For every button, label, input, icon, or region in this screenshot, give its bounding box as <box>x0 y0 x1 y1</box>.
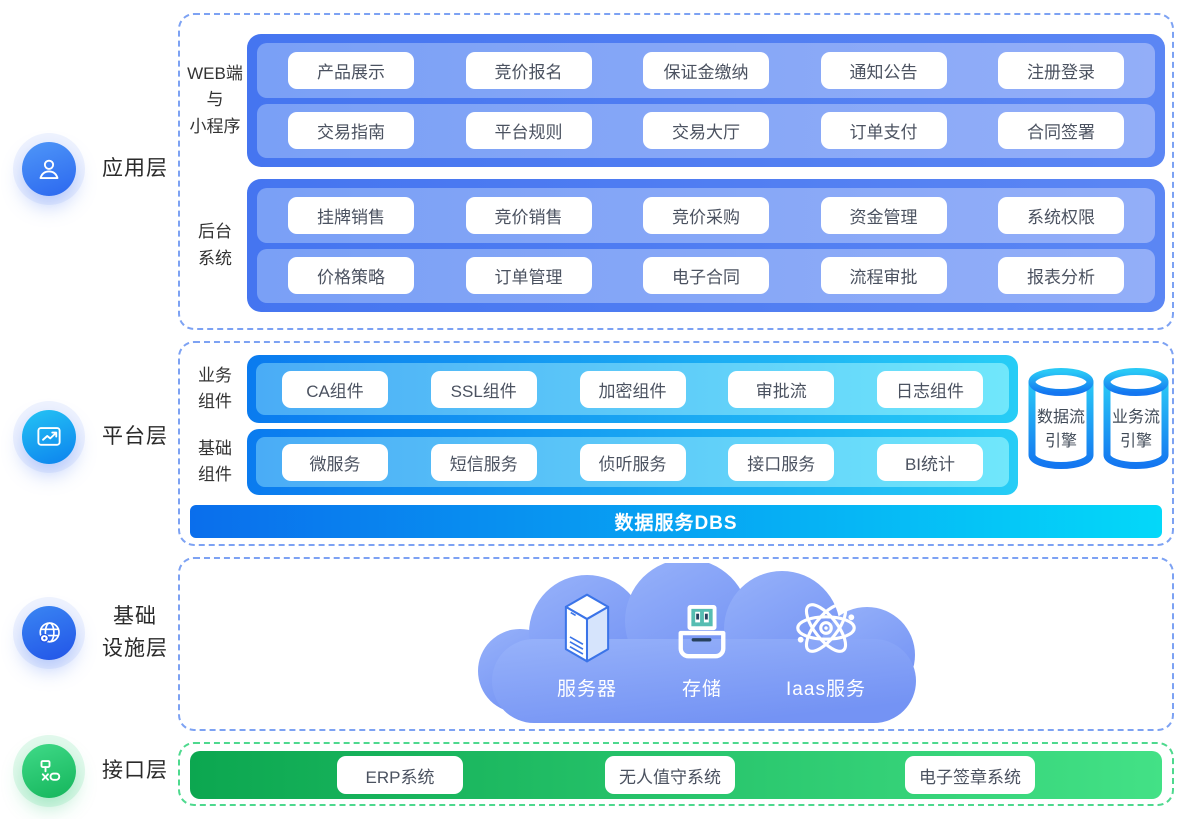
node-chip[interactable]: 加密组件 <box>579 370 686 408</box>
interface-systems-bar: ERP系统 无人值守系统 电子签章系统 <box>190 751 1162 799</box>
network-icon <box>40 760 61 781</box>
cloud-item-storage: 存储 <box>645 589 759 701</box>
app-row-4: 价格策略 订单管理 电子合同 流程审批 报表分析 <box>257 248 1155 303</box>
app-row-1: 产品展示 竞价报名 保证金缴纳 通知公告 注册登录 <box>257 43 1155 98</box>
node-chip[interactable]: 通知公告 <box>820 51 947 89</box>
chart-icon <box>37 427 61 446</box>
node-chip[interactable]: 平台规则 <box>465 112 592 150</box>
group-web-miniprogram: 产品展示 竞价报名 保证金缴纳 通知公告 注册登录 交易指南 平台规则 交易大厅 订单支付 合同… <box>247 34 1165 167</box>
node-chip[interactable]: 无人值守系统 <box>605 756 735 794</box>
layer-badge-infrastructure: 基础设施层 <box>22 601 168 664</box>
node-chip[interactable]: 接口服务 <box>728 443 835 481</box>
cloud-item-iaas: Iaas服务 <box>766 589 886 701</box>
user-icon <box>39 159 59 179</box>
node-chip[interactable]: 竞价采购 <box>643 196 769 234</box>
row-label-basic-components: 基础组件 <box>198 438 232 484</box>
node-chip[interactable]: 产品展示 <box>288 51 414 89</box>
cylinder-businessflow-label: 业务流引擎 <box>1111 409 1160 450</box>
cylinder-businessflow-engine: 业务流引擎 <box>1101 367 1171 481</box>
storage-icon <box>678 605 726 659</box>
node-chip[interactable]: 短信服务 <box>430 443 537 481</box>
application-layer-box: WEB端与小程序 产品展示竞价报名保证金缴纳通知公告注册登录 交易指南平台规则交… <box>178 13 1174 330</box>
layer-badge-interface: 接口层 <box>22 744 168 798</box>
node-chip[interactable]: 交易大厅 <box>643 112 769 150</box>
cloud-item-server: 服务器 <box>530 589 644 701</box>
node-chip[interactable]: BI统计 <box>877 443 983 481</box>
node-chip[interactable]: SSL组件 <box>430 370 537 408</box>
cloud-item-iaas-label: Iaas服务 <box>786 679 866 700</box>
interface-layer-icon-circle <box>22 744 76 798</box>
node-chip[interactable]: 交易指南 <box>288 112 414 150</box>
node-chip[interactable]: 价格策略 <box>288 257 414 295</box>
node-chip[interactable]: 订单支付 <box>820 112 947 150</box>
server-icon <box>564 593 610 663</box>
app-row-3: 挂牌销售 竞价销售 竞价采购 资金管理 系统权限 <box>257 188 1155 243</box>
interface-layer-label: 接口层 <box>102 759 168 783</box>
row-basic-components: 微服务 短信服务 侦听服务 接口服务 BI统计 <box>247 429 1018 495</box>
cloud-shape <box>478 563 916 723</box>
group-label-backend-system: 后台系统 <box>198 222 232 268</box>
node-chip[interactable]: 注册登录 <box>998 51 1124 89</box>
application-layer-label: 应用层 <box>102 157 168 181</box>
platform-row-1: CA组件 SSL组件 加密组件 审批流 日志组件 <box>256 363 1009 415</box>
cylinder-dataflow-engine: 数据流引擎 <box>1026 367 1096 481</box>
node-chip[interactable]: 订单管理 <box>465 257 592 295</box>
node-chip[interactable]: 报表分析 <box>998 257 1124 295</box>
node-chip[interactable]: 侦听服务 <box>579 443 686 481</box>
atom-icon <box>796 603 856 653</box>
group-backend-system: 挂牌销售 竞价销售 竞价采购 资金管理 系统权限 价格策略 订单管理 电子合同 流程审批 报表分… <box>247 179 1165 312</box>
infrastructure-layer-label: 基础设施层 <box>102 605 168 660</box>
infrastructure-layer-box: 服务器 存储 <box>178 557 1174 731</box>
infrastructure-layer-icon-circle <box>22 605 76 660</box>
app-row-2: 交易指南 平台规则 交易大厅 订单支付 合同签署 <box>257 103 1155 158</box>
platform-layer-icon-circle <box>22 410 76 464</box>
node-chip[interactable]: 审批流 <box>728 370 835 408</box>
globe-icon <box>39 621 60 643</box>
node-chip[interactable]: 流程审批 <box>820 257 947 295</box>
database-cylinder-icon <box>1103 368 1169 469</box>
atom-icon-wrap <box>789 589 863 665</box>
cylinder-dataflow-label: 数据流引擎 <box>1036 409 1085 450</box>
platform-layer-label: 平台层 <box>102 425 168 449</box>
node-chip[interactable]: 系统权限 <box>998 196 1124 234</box>
node-chip[interactable]: 资金管理 <box>820 196 947 234</box>
node-chip[interactable]: 竞价报名 <box>465 51 592 89</box>
layer-badge-platform: 平台层 <box>22 410 168 464</box>
cloud-item-server-label: 服务器 <box>556 679 617 700</box>
platform-layer-box: 业务组件 CA组件 SSL组件 加密组件 审批流 日志组件 基础组件 微服务 短信服务 侦听… <box>178 341 1174 546</box>
node-chip[interactable]: 保证金缴纳 <box>643 51 769 89</box>
layer-badge-application: 应用层 <box>22 142 168 196</box>
node-chip[interactable]: 挂牌销售 <box>288 196 414 234</box>
row-label-business-components: 业务组件 <box>198 365 232 411</box>
row-business-components: CA组件 SSL组件 加密组件 审批流 日志组件 <box>247 355 1018 423</box>
node-chip[interactable]: 合同签署 <box>998 112 1124 150</box>
cloud-item-storage-label: 存储 <box>681 679 722 700</box>
interface-layer-box: ERP系统 无人值守系统 电子签章系统 <box>178 742 1174 806</box>
node-chip[interactable]: ERP系统 <box>337 756 463 794</box>
database-cylinder-icon <box>1028 368 1094 469</box>
node-chip[interactable]: 日志组件 <box>877 370 983 408</box>
group-label-web-miniprogram: WEB端与小程序 <box>187 63 243 136</box>
server-icon-wrap <box>561 589 613 665</box>
storage-icon-wrap <box>673 589 731 665</box>
node-chip[interactable]: CA组件 <box>282 370 388 408</box>
platform-row-2: 微服务 短信服务 侦听服务 接口服务 BI统计 <box>256 437 1009 487</box>
data-service-dbs-bar: 数据服务DBS <box>190 505 1162 538</box>
node-chip[interactable]: 竞价销售 <box>465 196 592 234</box>
application-layer-icon-circle <box>22 142 76 196</box>
node-chip[interactable]: 电子合同 <box>643 257 769 295</box>
node-chip[interactable]: 微服务 <box>282 443 388 481</box>
node-chip[interactable]: 电子签章系统 <box>905 756 1035 794</box>
